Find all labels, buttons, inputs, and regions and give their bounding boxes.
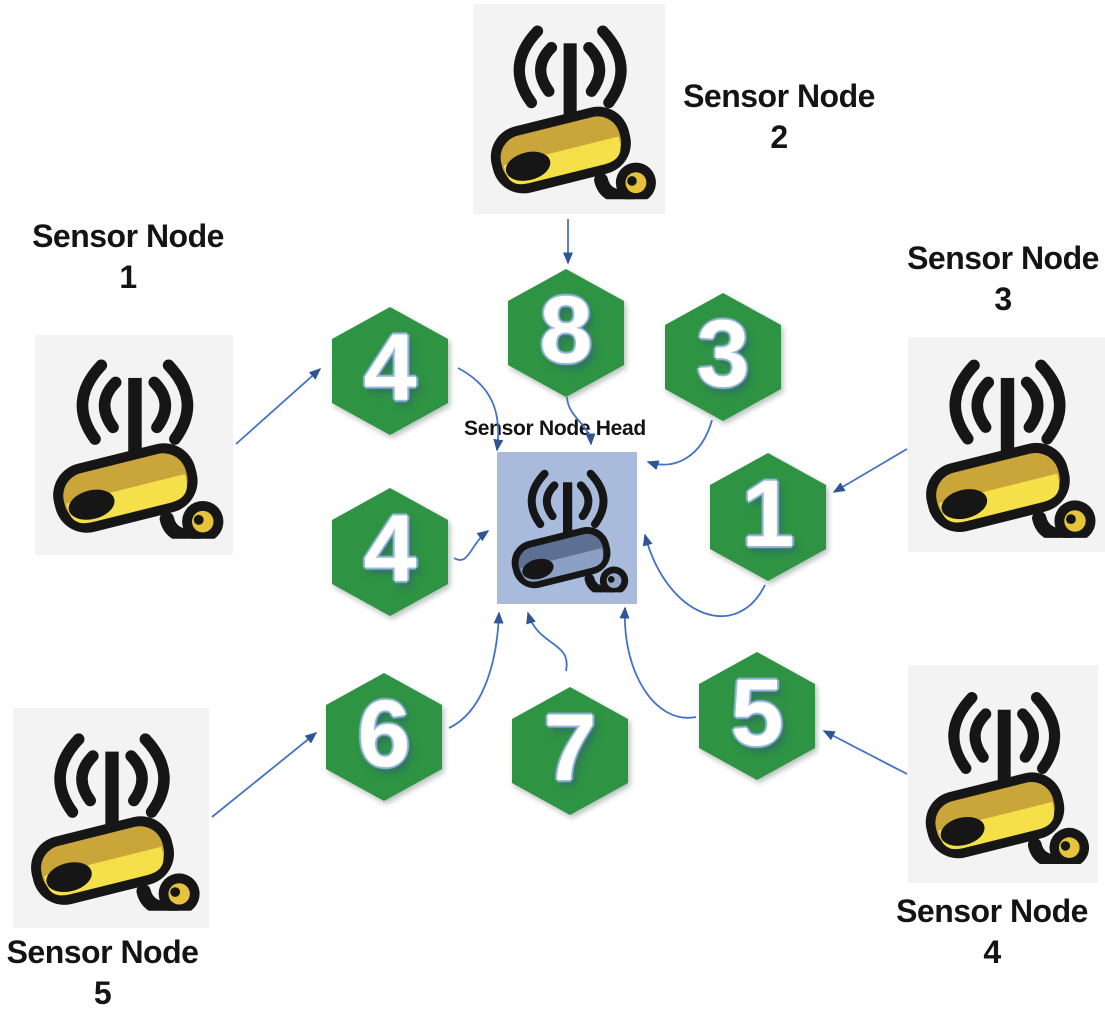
arrow-sensor-node-5-to-hex-6 bbox=[211, 732, 318, 818]
sensor-node-3-label: Sensor Node 3 bbox=[903, 238, 1103, 320]
sensor-node-1-label: Sensor Node 1 bbox=[28, 216, 228, 298]
hexagon-value: 6 bbox=[357, 680, 411, 787]
wireless-camera-icon bbox=[915, 345, 1098, 545]
arrow-sensor-node-1-to-hex-4-upper bbox=[235, 368, 322, 445]
arrow-hex-3-to-head bbox=[646, 419, 713, 470]
hex-7: 7 bbox=[512, 687, 628, 815]
hex-5: 5 bbox=[699, 652, 815, 780]
wireless-camera-icon bbox=[20, 716, 202, 921]
sensor-node-2 bbox=[473, 4, 665, 214]
sensor-node-4-number: 4 bbox=[983, 934, 1001, 970]
hex-8: 8 bbox=[508, 269, 624, 397]
wireless-camera-icon bbox=[915, 673, 1092, 876]
arrow-hex-7-to-head bbox=[526, 611, 568, 672]
hex-4-upper: 4 bbox=[332, 307, 448, 435]
hexagon-value: 5 bbox=[730, 659, 784, 766]
hex-6: 6 bbox=[326, 673, 442, 801]
hex-4-left: 4 bbox=[332, 488, 448, 616]
sensor-node-2-name: Sensor Node bbox=[683, 78, 875, 114]
hexagon-value: 4 bbox=[363, 314, 417, 421]
sensor-node-3-number: 3 bbox=[994, 281, 1012, 317]
hexagon-value: 3 bbox=[696, 300, 750, 407]
sensor-node-5 bbox=[13, 708, 209, 928]
hex-1: 1 bbox=[710, 453, 826, 581]
hexagon-value: 7 bbox=[543, 694, 597, 801]
hexagon-value: 1 bbox=[741, 460, 795, 567]
sensor-node-1-number: 1 bbox=[119, 259, 137, 295]
sensor-node-head bbox=[497, 452, 637, 604]
arrow-hex-6-to-head bbox=[448, 611, 504, 729]
sensor-node-4 bbox=[908, 665, 1098, 883]
hexagon-value: 4 bbox=[363, 495, 417, 602]
arrow-hex-5-to-head bbox=[619, 606, 697, 719]
sensor-node-2-label: Sensor Node 2 bbox=[679, 76, 879, 158]
sensor-node-head-label: Sensor Node Head bbox=[464, 417, 646, 440]
sensor-node-4-label: Sensor Node 4 bbox=[892, 891, 1092, 973]
arrow-hex-4-left-to-head bbox=[453, 530, 490, 561]
arrow-sensor-node-4-to-hex-5 bbox=[822, 730, 908, 775]
wireless-camera-icon bbox=[480, 11, 659, 206]
wireless-camera-icon bbox=[504, 460, 630, 597]
sensor-node-3-name: Sensor Node bbox=[907, 240, 1099, 276]
sensor-node-4-name: Sensor Node bbox=[896, 893, 1088, 929]
sensor-node-1-name: Sensor Node bbox=[32, 218, 224, 254]
sensor-node-1 bbox=[35, 335, 233, 555]
arrow-sensor-node-3-to-hex-1 bbox=[832, 448, 908, 493]
sensor-node-2-number: 2 bbox=[770, 119, 788, 155]
sensor-node-5-number: 5 bbox=[93, 975, 112, 1011]
wireless-camera-icon bbox=[42, 343, 226, 548]
sensor-node-3 bbox=[908, 337, 1105, 552]
sensor-node-5-name: Sensor Node bbox=[6, 934, 199, 970]
hex-3: 3 bbox=[665, 293, 781, 421]
hexagon-value: 8 bbox=[539, 276, 593, 383]
sensor-node-5-label: Sensor Node 5 bbox=[0, 932, 205, 1013]
